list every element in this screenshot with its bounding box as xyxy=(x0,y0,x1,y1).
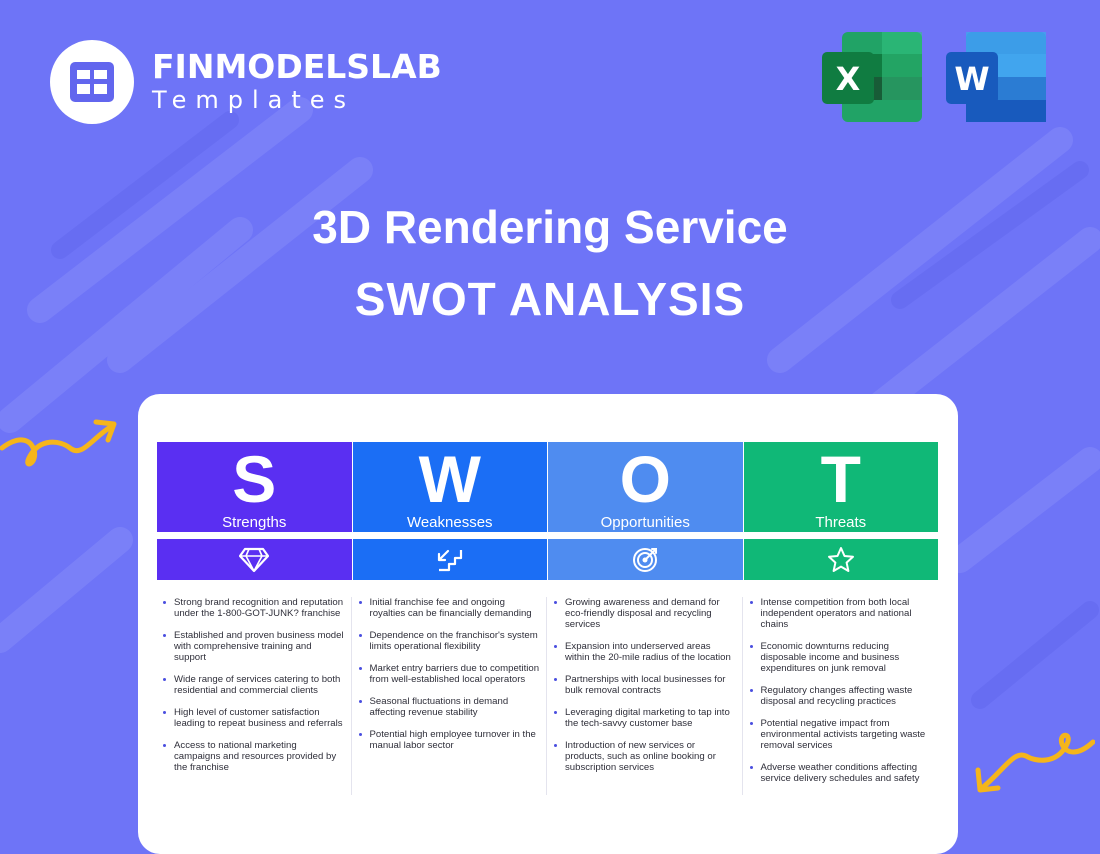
brand-grid-icon xyxy=(50,40,134,124)
threats-header: T Threats xyxy=(743,442,938,532)
swot-icon-row xyxy=(157,539,939,580)
stairs-down-icon xyxy=(352,539,547,580)
squiggle-arrow-icon xyxy=(0,419,117,467)
opportunities-label: Opportunities xyxy=(600,514,690,531)
list-item: Potential high employee turnover in the … xyxy=(358,729,541,751)
swot-table: S Strengths W Weaknesses O Opportunities… xyxy=(157,442,939,795)
list-item: Established and proven business model wi… xyxy=(163,630,344,663)
strengths-letter: S xyxy=(232,442,277,516)
list-item: High level of customer satisfaction lead… xyxy=(163,707,343,729)
word-letter: W xyxy=(954,60,989,98)
list-item: Economic downturns reducing disposable i… xyxy=(749,641,933,674)
weaknesses-header: W Weaknesses xyxy=(352,442,547,532)
star-icon xyxy=(743,539,938,580)
target-icon xyxy=(548,539,743,580)
list-item: Wide range of services catering to both … xyxy=(163,674,345,696)
opportunities-column: Growing awareness and demand for eco-fri… xyxy=(548,597,743,795)
strengths-header: S Strengths xyxy=(157,442,352,532)
background-brush-strokes xyxy=(0,97,1100,653)
opportunities-letter: O xyxy=(619,442,671,516)
strengths-label: Strengths xyxy=(222,514,287,531)
page-subtitle: SWOT ANALYSIS xyxy=(354,273,746,325)
word-icon: W xyxy=(946,32,1048,129)
weaknesses-label: Weaknesses xyxy=(406,514,493,531)
weaknesses-column: Initial franchise fee and ongoing royalt… xyxy=(353,597,547,795)
brand-name: FINMODELSLAB xyxy=(152,47,442,86)
excel-icon: X xyxy=(822,32,924,129)
diamond-icon xyxy=(157,539,352,580)
threats-letter: T xyxy=(820,442,861,516)
list-item: Potential negative impact from environme… xyxy=(749,718,933,751)
list-item: Market entry barriers due to competition… xyxy=(358,663,540,685)
list-item: Growing awareness and demand for eco-fri… xyxy=(554,597,736,630)
list-item: Dependence on the franchisor's system li… xyxy=(358,630,541,652)
list-item: Regulatory changes affecting waste dispo… xyxy=(749,685,933,707)
brand-subtitle: Templates xyxy=(152,86,356,114)
swot-header-row: S Strengths W Weaknesses O Opportunities… xyxy=(157,442,939,532)
list-item: Introduction of new services or products… xyxy=(554,740,736,773)
page-title: 3D Rendering Service xyxy=(312,201,788,253)
weaknesses-letter: W xyxy=(418,442,481,516)
list-item: Partnerships with local businesses for b… xyxy=(554,674,736,696)
list-item: Expansion into underserved areas within … xyxy=(554,641,736,663)
brand-logo: FINMODELSLAB Templates xyxy=(50,40,442,124)
list-item: Strong brand recognition and reputation … xyxy=(163,597,344,619)
threats-label: Threats xyxy=(815,514,867,531)
list-item: Seasonal fluctuations in demand affectin… xyxy=(358,696,541,718)
list-item: Adverse weather conditions affecting ser… xyxy=(749,762,933,784)
swot-body-row: Strong brand recognition and reputation … xyxy=(157,597,939,795)
list-item: Access to national marketing campaigns a… xyxy=(163,740,345,773)
list-item: Leveraging digital marketing to tap into… xyxy=(554,707,736,729)
threats-column: Intense competition from both local inde… xyxy=(744,597,939,795)
excel-letter: X xyxy=(836,60,861,98)
swot-card: S Strengths W Weaknesses O Opportunities… xyxy=(138,394,958,854)
opportunities-header: O Opportunities xyxy=(548,442,743,532)
squiggle-arrow-icon xyxy=(975,732,1095,793)
list-item: Initial franchise fee and ongoing royalt… xyxy=(358,597,541,619)
list-item: Intense competition from both local inde… xyxy=(749,597,933,630)
strengths-column: Strong brand recognition and reputation … xyxy=(157,597,352,795)
